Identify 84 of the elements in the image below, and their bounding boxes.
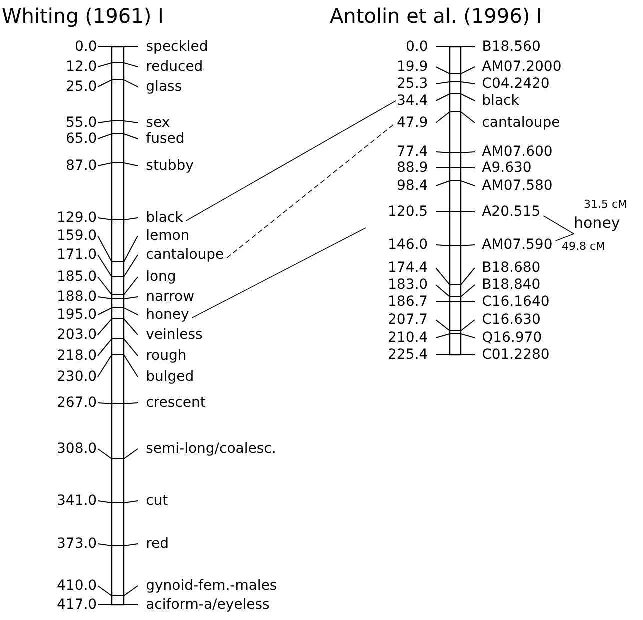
map-position: 373.0 xyxy=(57,535,98,553)
marker-name: lemon xyxy=(146,227,190,245)
map-position: 47.9 xyxy=(397,114,428,132)
map-position: 308.0 xyxy=(57,440,98,458)
trait-label: honey xyxy=(574,214,620,232)
marker-name: B18.680 xyxy=(482,259,541,277)
map-position: 98.4 xyxy=(397,177,428,195)
marker-name: sex xyxy=(146,114,170,132)
map-position: 171.0 xyxy=(57,246,98,264)
map-position: 25.0 xyxy=(66,78,98,96)
map-position: 0.0 xyxy=(406,38,428,56)
map-position: 225.4 xyxy=(388,346,428,364)
map-position: 88.9 xyxy=(397,159,428,177)
marker-name: gynoid-fem.-males xyxy=(146,577,278,595)
marker-name: red xyxy=(146,535,170,553)
marker-name: AM07.580 xyxy=(482,177,553,195)
map-heading: Antolin et al. (1996) I xyxy=(330,4,542,28)
map-position: 34.4 xyxy=(397,92,428,110)
map-position: 410.0 xyxy=(57,577,98,595)
marker-name: B18.840 xyxy=(482,276,541,294)
map-position: 120.5 xyxy=(388,203,428,221)
marker-name: C16.630 xyxy=(482,311,541,329)
map-position: 159.0 xyxy=(57,227,98,245)
marker-name: Q16.970 xyxy=(482,329,542,347)
marker-name: reduced xyxy=(146,58,204,76)
marker-name: AM07.2000 xyxy=(482,58,562,76)
leader-line xyxy=(555,234,574,242)
map-position: 146.0 xyxy=(388,236,428,254)
marker-name: long xyxy=(146,268,176,286)
map-position: 341.0 xyxy=(57,492,98,510)
marker-name: rough xyxy=(146,347,187,365)
map-position: 25.3 xyxy=(397,75,428,93)
marker-name: semi-long/coalesc. xyxy=(146,440,276,458)
marker-name: speckled xyxy=(146,38,208,56)
marker-name: fused xyxy=(146,130,185,148)
marker-name: aciform-a/eyeless xyxy=(146,596,270,614)
marker-name: A9.630 xyxy=(482,159,532,177)
map-position: 267.0 xyxy=(57,394,98,412)
marker-name: B18.560 xyxy=(482,38,541,56)
marker-name: glass xyxy=(146,78,182,96)
map-position: 210.4 xyxy=(388,329,428,347)
map-position: 230.0 xyxy=(57,368,98,386)
map-position: 195.0 xyxy=(57,306,98,324)
marker-name: bulged xyxy=(146,368,194,386)
marker-name: C16.1640 xyxy=(482,293,550,311)
map-position: 174.4 xyxy=(388,259,428,277)
marker-name: veinless xyxy=(146,326,203,344)
map-position: 19.9 xyxy=(397,58,428,76)
marker-name: cantaloupe xyxy=(146,246,224,264)
map-position: 185.0 xyxy=(57,268,98,286)
map-position: 417.0 xyxy=(57,596,98,614)
map-position: 188.0 xyxy=(57,288,98,306)
marker-name: cut xyxy=(146,492,168,510)
map-position: 218.0 xyxy=(57,347,98,365)
edge-label: 49.8 cM xyxy=(562,240,606,253)
marker-name: black xyxy=(482,92,520,110)
leader-line xyxy=(543,216,574,234)
marker-name: C01.2280 xyxy=(482,346,550,364)
map-heading: Whiting (1961) I xyxy=(2,4,164,28)
marker-name: AM07.590 xyxy=(482,236,553,254)
marker-name: AM07.600 xyxy=(482,143,553,161)
map-position: 65.0 xyxy=(66,130,98,148)
leader-line xyxy=(192,228,366,318)
marker-name: black xyxy=(146,209,184,227)
map-position: 0.0 xyxy=(75,38,98,56)
marker-name: narrow xyxy=(146,288,195,306)
map-position: 203.0 xyxy=(57,326,98,344)
marker-name: cantaloupe xyxy=(482,114,560,132)
map-position: 77.4 xyxy=(397,143,428,161)
leader-line xyxy=(186,100,396,222)
map-position: 183.0 xyxy=(388,276,428,294)
marker-name: honey xyxy=(146,306,190,324)
edge-label: 31.5 cM xyxy=(584,198,628,211)
map-position: 186.7 xyxy=(388,293,428,311)
map-position: 55.0 xyxy=(66,114,98,132)
map-position: 207.7 xyxy=(388,311,428,329)
marker-name: crescent xyxy=(146,394,206,412)
marker-name: A20.515 xyxy=(482,203,541,221)
leader-line xyxy=(226,122,396,258)
map-position: 12.0 xyxy=(66,58,98,76)
map-position: 87.0 xyxy=(66,157,98,175)
map-position: 129.0 xyxy=(57,209,98,227)
marker-name: C04.2420 xyxy=(482,75,550,93)
marker-name: stubby xyxy=(146,157,194,175)
